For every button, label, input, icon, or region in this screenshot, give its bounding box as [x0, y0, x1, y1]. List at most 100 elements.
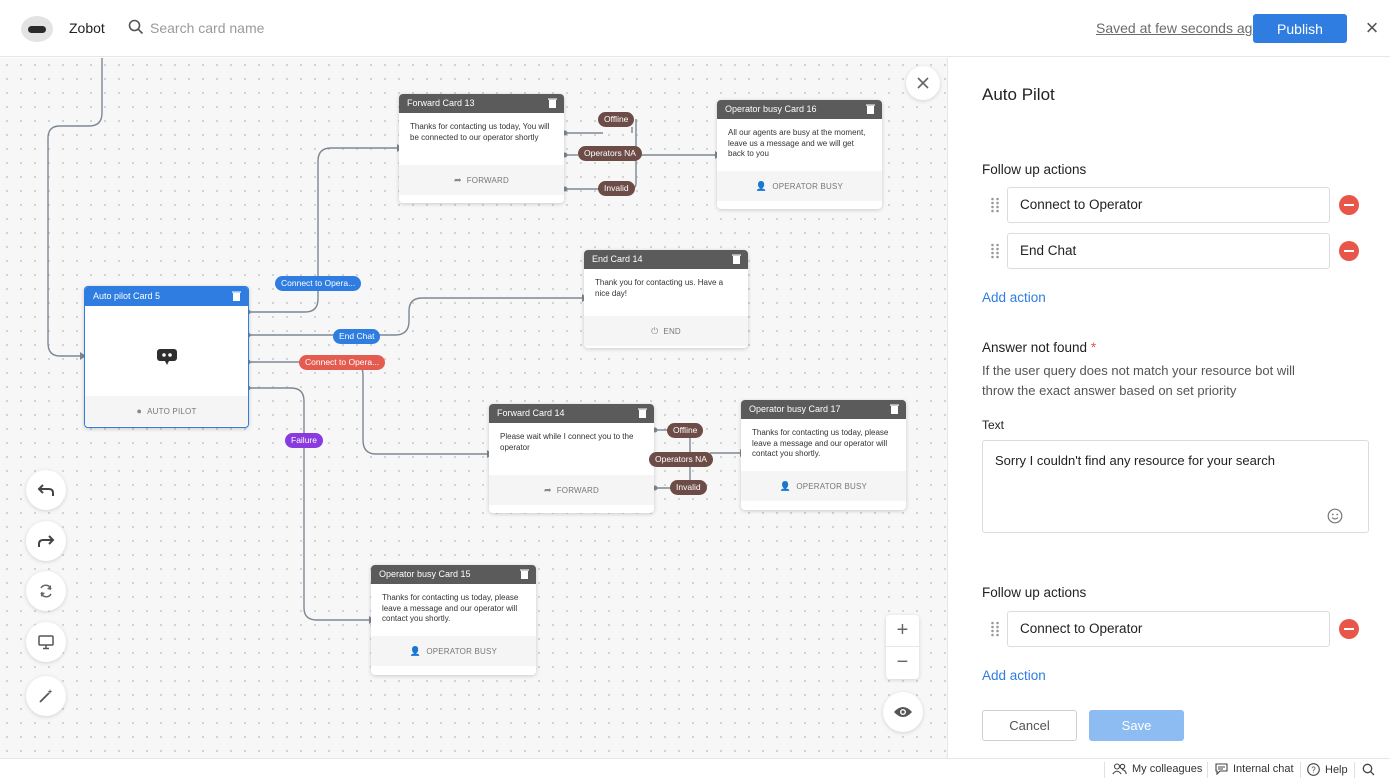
help-button[interactable]: ? Help [1307, 763, 1348, 776]
trash-icon[interactable] [548, 98, 557, 108]
operator-busy-card-16[interactable]: Operator busy Card 16 All our agents are… [717, 100, 882, 209]
trash-icon[interactable] [232, 291, 241, 301]
search-input[interactable] [150, 18, 450, 38]
card-type-footer: ➦FORWARD [489, 475, 654, 505]
card-header: Forward Card 14 [489, 404, 654, 423]
bot-icon: ● [136, 406, 143, 416]
divider [1207, 762, 1208, 778]
operator-icon: 👤 [779, 481, 792, 491]
add-action-link[interactable]: Add action [982, 668, 1046, 683]
preview-button[interactable] [883, 692, 923, 732]
forward-icon: ➦ [453, 175, 462, 185]
card-header: Auto pilot Card 5 [85, 287, 248, 306]
saved-status-link[interactable]: Saved at few seconds ago [1096, 20, 1261, 36]
card-message: All our agents are busy at the moment, l… [728, 128, 866, 158]
my-colleagues-button[interactable]: My colleagues [1112, 763, 1202, 775]
footer-search-button[interactable] [1362, 763, 1375, 776]
required-mark: * [1090, 340, 1097, 355]
cancel-button[interactable]: Cancel [982, 710, 1077, 741]
follow-up-actions-label: Follow up actions [982, 585, 1087, 600]
card-message [85, 306, 248, 396]
undo-button[interactable] [26, 470, 66, 510]
card-header: Operator busy Card 16 [717, 100, 882, 119]
chip-offline[interactable]: Offline [598, 112, 635, 127]
magic-wand-icon [39, 689, 53, 703]
chip-operators-na[interactable]: Operators NA [578, 146, 642, 161]
drag-handle-icon[interactable] [990, 621, 1000, 637]
chip-invalid[interactable]: Invalid [670, 480, 707, 495]
drag-handle-icon[interactable] [990, 197, 1000, 213]
trash-icon[interactable] [866, 104, 875, 114]
preview-screen-button[interactable] [26, 622, 66, 662]
chip-operators-na[interactable]: Operators NA [649, 452, 713, 467]
redo-button[interactable] [26, 521, 66, 561]
answer-not-found-label: Answer not found * [982, 340, 1097, 355]
trash-icon[interactable] [520, 569, 529, 579]
action-select[interactable]: Connect to Operator [1007, 187, 1330, 223]
card-header: End Card 14 [584, 250, 748, 269]
publish-button[interactable]: Publish [1253, 14, 1347, 43]
operator-busy-card-17[interactable]: Operator busy Card 17 Thanks for contact… [741, 400, 906, 510]
remove-action-button[interactable] [1339, 619, 1359, 639]
zobot-logo [21, 16, 53, 42]
chip-connect-to-operator[interactable]: Connect to Opera... [299, 355, 386, 370]
search-icon [128, 19, 144, 35]
magic-wand-button[interactable] [26, 676, 66, 716]
zoom-controls: + − [886, 615, 919, 679]
zoom-in-button[interactable]: + [886, 615, 919, 647]
auto-pilot-card-5[interactable]: Auto pilot Card 5 ●AUTO PILOT [84, 286, 249, 428]
close-canvas-button[interactable] [906, 66, 940, 100]
flow-canvas[interactable]: Forward Card 13 Thanks for contacting us… [0, 58, 947, 758]
drag-handle-icon[interactable] [990, 243, 1000, 259]
divider [1104, 762, 1105, 778]
forward-card-13[interactable]: Forward Card 13 Thanks for contacting us… [399, 94, 564, 203]
internal-chat-button[interactable]: Internal chat [1215, 763, 1294, 775]
remove-action-button[interactable] [1339, 195, 1359, 215]
card-message: Thanks for contacting us today, You will… [410, 122, 550, 142]
remove-action-button[interactable] [1339, 241, 1359, 261]
card-type-footer: ⏻END [584, 316, 748, 346]
answer-text-area[interactable]: Sorry I couldn't find any resource for y… [982, 440, 1369, 533]
close-icon [917, 77, 929, 89]
trash-icon[interactable] [732, 254, 741, 264]
zoom-out-button[interactable]: − [896, 651, 909, 673]
operator-busy-card-15[interactable]: Operator busy Card 15 Thanks for contact… [371, 565, 536, 675]
divider [1300, 762, 1301, 778]
trash-icon[interactable] [890, 404, 899, 414]
add-action-link[interactable]: Add action [982, 290, 1046, 305]
save-button[interactable]: Save [1089, 710, 1184, 741]
action-select[interactable]: Connect to Operator [1007, 611, 1330, 647]
card-message: Thanks for contacting us today, please l… [382, 593, 519, 623]
chat-icon [1215, 763, 1228, 775]
card-header: Operator busy Card 17 [741, 400, 906, 419]
trash-icon[interactable] [638, 408, 647, 418]
card-type-footer: ●AUTO PILOT [85, 396, 248, 426]
chip-failure[interactable]: Failure [285, 433, 323, 448]
refresh-icon [40, 584, 52, 598]
chip-end-chat[interactable]: End Chat [333, 329, 381, 344]
action-select[interactable]: End Chat [1007, 233, 1330, 269]
forward-card-14[interactable]: Forward Card 14 Please wait while I conn… [489, 404, 654, 513]
follow-up-action-row: End Chat [982, 233, 1377, 269]
bot-icon [156, 348, 177, 365]
chip-offline[interactable]: Offline [667, 423, 704, 438]
follow-up-actions-label: Follow up actions [982, 162, 1087, 177]
card-type-footer: 👤OPERATOR BUSY [741, 471, 906, 501]
eye-icon [894, 707, 912, 717]
chip-invalid[interactable]: Invalid [598, 181, 635, 196]
card-type-footer: 👤OPERATOR BUSY [717, 171, 882, 201]
search-icon [1362, 763, 1375, 776]
answer-not-found-help: If the user query does not match your re… [982, 363, 1295, 398]
operator-icon: 👤 [409, 646, 422, 656]
auto-pilot-settings-panel: Auto Pilot Follow up actions Connect to … [947, 58, 1390, 758]
end-card-14[interactable]: End Card 14 Thank you for contacting us.… [584, 250, 748, 348]
follow-up-action-row: Connect to Operator [982, 187, 1377, 223]
emoji-icon[interactable] [1327, 508, 1343, 524]
power-icon: ⏻ [651, 326, 659, 336]
monitor-icon [38, 634, 54, 649]
app-name: Zobot [69, 20, 105, 36]
divider [1354, 762, 1355, 778]
chip-connect-to-operator[interactable]: Connect to Opera... [275, 276, 362, 291]
refresh-button[interactable] [26, 571, 66, 611]
close-icon[interactable]: × [1365, 15, 1379, 40]
